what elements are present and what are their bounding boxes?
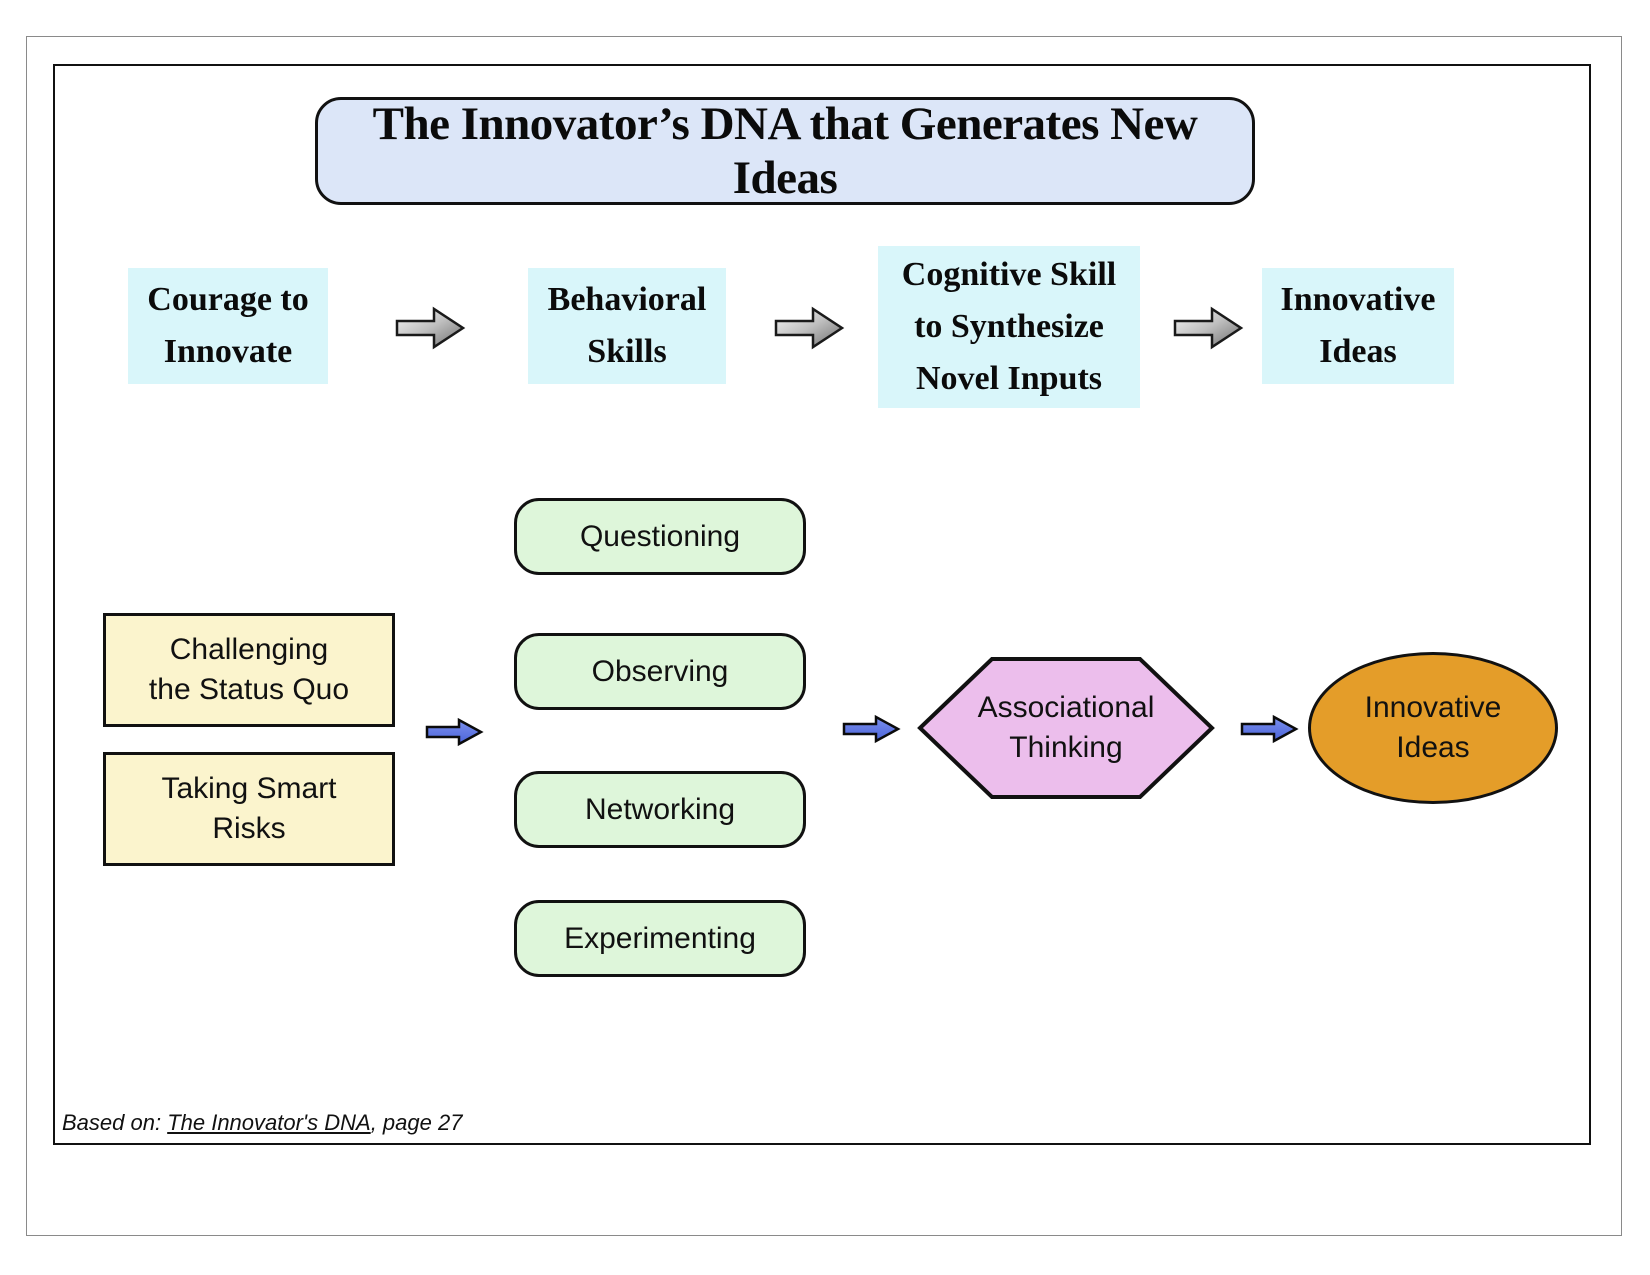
top-step-label: Courage to Innovate bbox=[147, 281, 309, 370]
citation-suffix: , page 27 bbox=[370, 1110, 463, 1135]
top-step-label: Behavioral Skills bbox=[547, 281, 707, 370]
innovative-ideas-label: Innovative Ideas bbox=[1364, 690, 1502, 765]
top-step-innovative-ideas: Innovative Ideas bbox=[1262, 268, 1454, 384]
antecedent-label: Taking Smart Risks bbox=[161, 772, 337, 845]
diagram-title-box: The Innovator’s DNA that Generates New I… bbox=[315, 97, 1255, 205]
associational-thinking-label: Associational Thinking bbox=[977, 690, 1155, 765]
citation-prefix: Based on: bbox=[62, 1110, 168, 1135]
skill-observing: Observing bbox=[514, 633, 806, 710]
top-step-courage-to-innovate: Courage to Innovate bbox=[128, 268, 328, 384]
citation-source-title: The Innovator's DNA bbox=[167, 1110, 371, 1135]
gray-flow-arrow-icon bbox=[774, 306, 845, 350]
gray-flow-arrow-icon bbox=[395, 306, 466, 350]
blue-flow-arrow-icon bbox=[842, 714, 901, 744]
diagram-title: The Innovator’s DNA that Generates New I… bbox=[372, 98, 1198, 204]
antecedent-taking-smart-risks: Taking Smart Risks bbox=[103, 752, 395, 866]
skill-label: Experimenting bbox=[564, 921, 756, 955]
outer-page-border bbox=[26, 36, 1622, 1236]
skill-questioning: Questioning bbox=[514, 498, 806, 575]
diagram-border bbox=[53, 64, 1591, 1145]
skill-label: Networking bbox=[584, 792, 736, 826]
hexagon-label-wrap: Associational Thinking bbox=[916, 656, 1216, 800]
hexagon-shape bbox=[917, 657, 1215, 799]
skill-networking: Networking bbox=[514, 771, 806, 848]
top-step-behavioral-skills: Behavioral Skills bbox=[528, 268, 726, 384]
blue-flow-arrow-icon bbox=[425, 717, 484, 747]
antecedent-challenging-status-quo: Challenging the Status Quo bbox=[103, 613, 395, 727]
citation: Based on: The Innovator's DNA, page 27 bbox=[62, 1110, 462, 1136]
skill-label: Questioning bbox=[579, 519, 741, 553]
skill-experimenting: Experimenting bbox=[514, 900, 806, 977]
top-step-label: Cognitive Skill to Synthesize Novel Inpu… bbox=[901, 256, 1117, 397]
antecedent-label: Challenging the Status Quo bbox=[148, 633, 350, 706]
innovative-ideas-ellipse: Innovative Ideas bbox=[1308, 652, 1558, 804]
associational-thinking-hexagon: Associational Thinking bbox=[916, 656, 1216, 800]
skill-label: Observing bbox=[591, 654, 729, 688]
top-step-label: Innovative Ideas bbox=[1280, 281, 1436, 370]
top-step-cognitive-skill: Cognitive Skill to Synthesize Novel Inpu… bbox=[878, 246, 1140, 408]
gray-flow-arrow-icon bbox=[1173, 306, 1244, 350]
blue-flow-arrow-icon bbox=[1240, 714, 1299, 744]
